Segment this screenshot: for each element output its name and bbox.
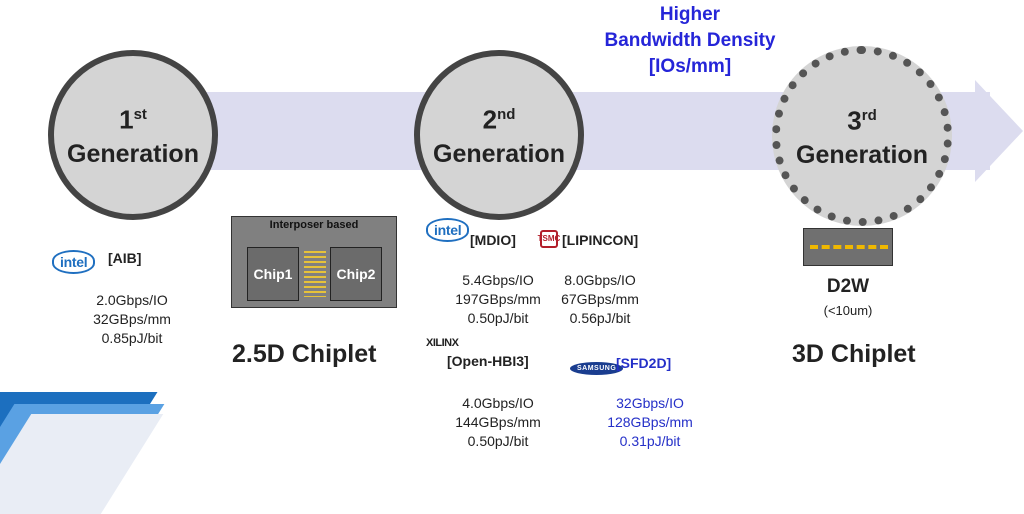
generation-1-label: Generation [67, 140, 199, 169]
mdio-spec-energy: 0.50pJ/bit [467, 310, 529, 326]
lipincon-tag: [LIPINCON] [562, 232, 639, 248]
sfd2d-spec-bandwidth: 32Gbps/IO [616, 395, 684, 411]
tsmc-logo: TSMC [538, 228, 560, 248]
sfd2d-spec-energy: 0.31pJ/bit [619, 433, 681, 449]
aib-specs: 2.0Gbps/IO 32GBps/mm 0.85pJ/bit [62, 291, 202, 348]
arrow-caption-line2: Bandwidth Density [604, 30, 776, 51]
xilinx-logo: XILINX [426, 337, 459, 349]
intel-logo-mdio: intel [426, 218, 470, 242]
interposer-diagram: Interposer based Chip1 Chip2 [231, 216, 397, 308]
generation-2-circle: 2nd Generation [414, 50, 584, 220]
d2w-bond-line [810, 245, 888, 249]
open-hbi3-specs: 4.0Gbps/IO 144GBps/mm 0.50pJ/bit [430, 394, 566, 451]
sfd2d-spec-density: 128GBps/mm [607, 414, 693, 430]
chip2-box: Chip2 [330, 247, 382, 301]
arrow-caption-line1: Higher [659, 4, 721, 25]
generation-1-number: 1st [119, 104, 147, 135]
generation-3-number: 3rd [847, 105, 877, 136]
generation-3-circle: 3rd Generation [772, 46, 952, 226]
mdio-spec-density: 197GBps/mm [455, 291, 541, 307]
corner-decoration-inner [0, 414, 164, 514]
generation-2-number: 2nd [482, 104, 516, 135]
mdio-specs: 5.4Gbps/IO 197GBps/mm 0.50pJ/bit [430, 271, 566, 328]
sfd2d-specs: 32Gbps/IO 128GBps/mm 0.31pJ/bit [582, 394, 718, 451]
open-hbi3-spec-energy: 0.50pJ/bit [467, 433, 529, 449]
interposer-label: Interposer based [269, 219, 359, 231]
d2w-diagram [803, 228, 893, 266]
open-hbi3-tag: [Open-HBI3] [447, 353, 529, 369]
aib-spec-density: 32GBps/mm [93, 311, 171, 327]
chiplet-25d-title: 2.5D Chiplet [232, 340, 377, 368]
d2w-label: D2W [826, 276, 870, 297]
open-hbi3-spec-bandwidth: 4.0Gbps/IO [462, 395, 534, 411]
interposer-bridge [304, 251, 326, 297]
arrow-caption-line3: [IOs/mm] [648, 56, 732, 77]
aib-tag: [AIB] [108, 250, 142, 266]
open-hbi3-spec-density: 144GBps/mm [455, 414, 541, 430]
mdio-spec-bandwidth: 5.4Gbps/IO [462, 272, 534, 288]
mdio-tag: [MDIO] [470, 232, 516, 248]
progression-arrow-head [975, 80, 1023, 182]
chip1-box: Chip1 [247, 247, 299, 301]
sfd2d-tag: [SFD2D] [616, 355, 672, 371]
chiplet-3d-title: 3D Chiplet [792, 340, 916, 368]
lipincon-spec-bandwidth: 8.0Gbps/IO [564, 272, 636, 288]
aib-spec-bandwidth: 2.0Gbps/IO [96, 292, 168, 308]
intel-logo-aib: intel [52, 250, 96, 274]
lipincon-specs: 8.0Gbps/IO 67GBps/mm 0.56pJ/bit [540, 271, 660, 328]
generation-2-label: Generation [433, 140, 565, 169]
generation-1-circle: 1st Generation [48, 50, 218, 220]
lipincon-spec-energy: 0.56pJ/bit [569, 310, 631, 326]
lipincon-spec-density: 67GBps/mm [561, 291, 639, 307]
d2w-sublabel: (<10um) [823, 303, 873, 318]
generation-3-label: Generation [796, 141, 928, 170]
samsung-logo: SAMSUNG [570, 357, 624, 375]
arrow-caption: Higher Bandwidth Density [IOs/mm] [575, 2, 805, 80]
aib-spec-energy: 0.85pJ/bit [101, 330, 163, 346]
